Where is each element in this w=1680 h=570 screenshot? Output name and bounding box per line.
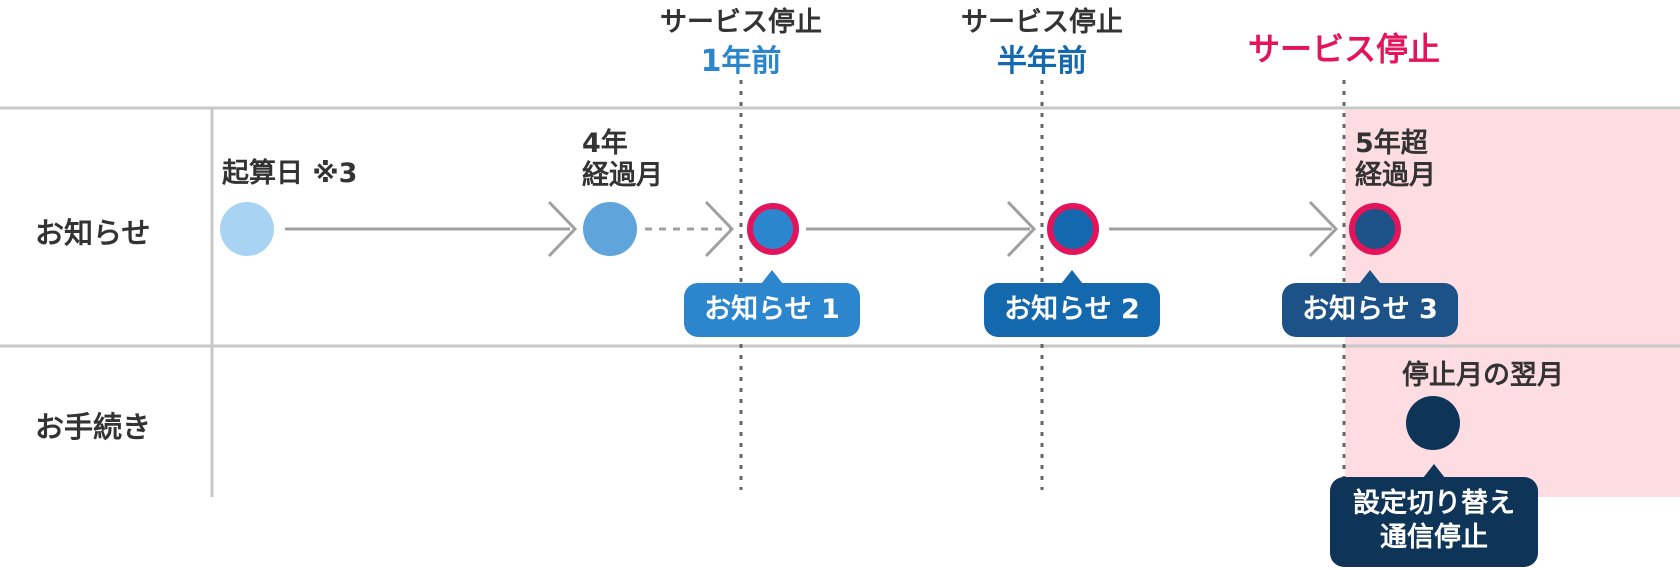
point-start bbox=[220, 202, 274, 256]
label-5y-line1: 5年超 bbox=[1355, 128, 1428, 159]
header-stop: サービス停止 bbox=[1247, 30, 1440, 68]
arrow-start-to-4y bbox=[285, 200, 578, 258]
procedure-badge-line1: 設定切り替え bbox=[1353, 488, 1515, 519]
label-5y: 5年超 経過月 bbox=[1355, 128, 1436, 192]
arrow-4y-to-1y-dotted bbox=[645, 200, 735, 258]
row-label-notice: お知らせ bbox=[35, 216, 151, 250]
arrow-6m-to-stop bbox=[1109, 200, 1339, 258]
header-1y-line1: サービス停止 bbox=[660, 7, 822, 38]
arrow-1y-to-6m bbox=[806, 200, 1037, 258]
header-1y-line2: 1年前 bbox=[700, 44, 782, 79]
header-6m-line1: サービス停止 bbox=[961, 7, 1123, 38]
point-procedure bbox=[1406, 396, 1460, 450]
label-start: 起算日 ※3 bbox=[222, 158, 358, 189]
point-4y bbox=[583, 202, 637, 256]
point-notice-1 bbox=[747, 203, 799, 255]
row-label-procedure: お手続き bbox=[35, 410, 152, 444]
notice-badge-2: お知らせ 2 bbox=[984, 270, 1160, 337]
header-6m-line2: 半年前 bbox=[997, 44, 1087, 79]
notice-badge-1: お知らせ 1 bbox=[684, 270, 860, 337]
label-4y: 4年 経過月 bbox=[582, 128, 663, 192]
label-4y-line1: 4年 bbox=[582, 128, 628, 159]
procedure-badge: 設定切り替え 通信停止 bbox=[1330, 464, 1538, 567]
point-notice-3 bbox=[1349, 203, 1401, 255]
procedure-badge-line2: 通信停止 bbox=[1380, 522, 1488, 553]
label-next-month: 停止月の翌月 bbox=[1402, 360, 1564, 391]
notice-badge-3: お知らせ 3 bbox=[1282, 270, 1458, 337]
point-notice-2 bbox=[1047, 203, 1099, 255]
label-4y-line2: 経過月 bbox=[582, 160, 663, 191]
label-5y-line2: 経過月 bbox=[1355, 160, 1436, 191]
